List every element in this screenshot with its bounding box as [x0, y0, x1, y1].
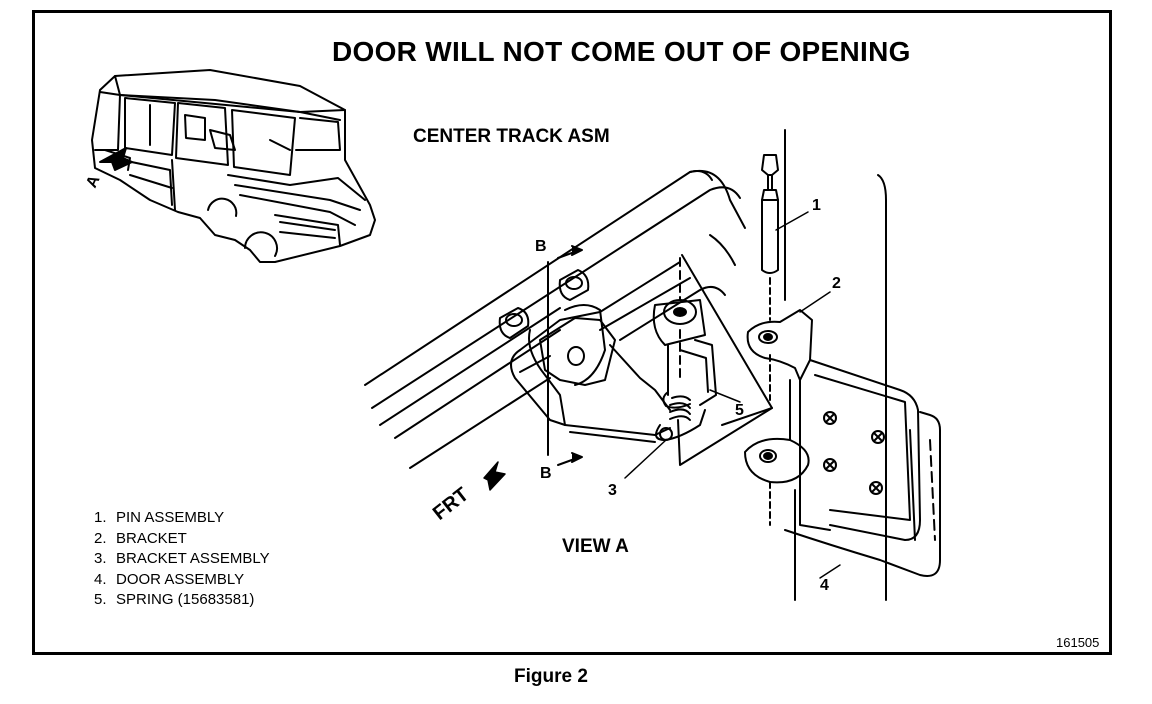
van-illustration	[91, 69, 376, 263]
pin-and-door	[744, 129, 941, 601]
callout-4: 4	[820, 577, 829, 594]
center-track-rails	[364, 169, 746, 469]
legend-item: 3.BRACKET ASSEMBLY	[94, 550, 270, 567]
parts-legend: 1.PIN ASSEMBLY 2.BRACKET 3.BRACKET ASSEM…	[94, 508, 270, 611]
legend-item: 5.SPRING (15683581)	[94, 591, 255, 608]
callout-2: 2	[832, 275, 841, 292]
legend-item: 4.DOOR ASSEMBLY	[94, 570, 245, 588]
reference-number: 161505	[1056, 635, 1100, 650]
legend-item: 1.PIN ASSEMBLY	[94, 509, 225, 526]
front-arrow-icon	[483, 461, 506, 491]
section-b-bottom-label: B	[540, 465, 552, 482]
callout-1: 1	[812, 197, 821, 214]
callout-3: 3	[608, 482, 617, 499]
diagram-title: DOOR WILL NOT COME OUT OF OPENING	[332, 36, 911, 67]
figure-caption: Figure 2	[514, 666, 588, 687]
view-a-outline	[677, 254, 773, 466]
spring-assembly	[652, 257, 717, 441]
section-b-top-label: B	[535, 238, 547, 255]
figure-frame	[32, 10, 1112, 655]
view-a-label: VIEW A	[562, 536, 629, 557]
section-line-b	[547, 245, 583, 466]
bracket-assembly	[498, 269, 671, 443]
center-track-label: CENTER TRACK ASM	[413, 126, 610, 147]
legend-item: 2.BRACKET	[94, 529, 187, 547]
callout-5: 5	[735, 402, 744, 419]
leader-lines	[624, 211, 841, 579]
